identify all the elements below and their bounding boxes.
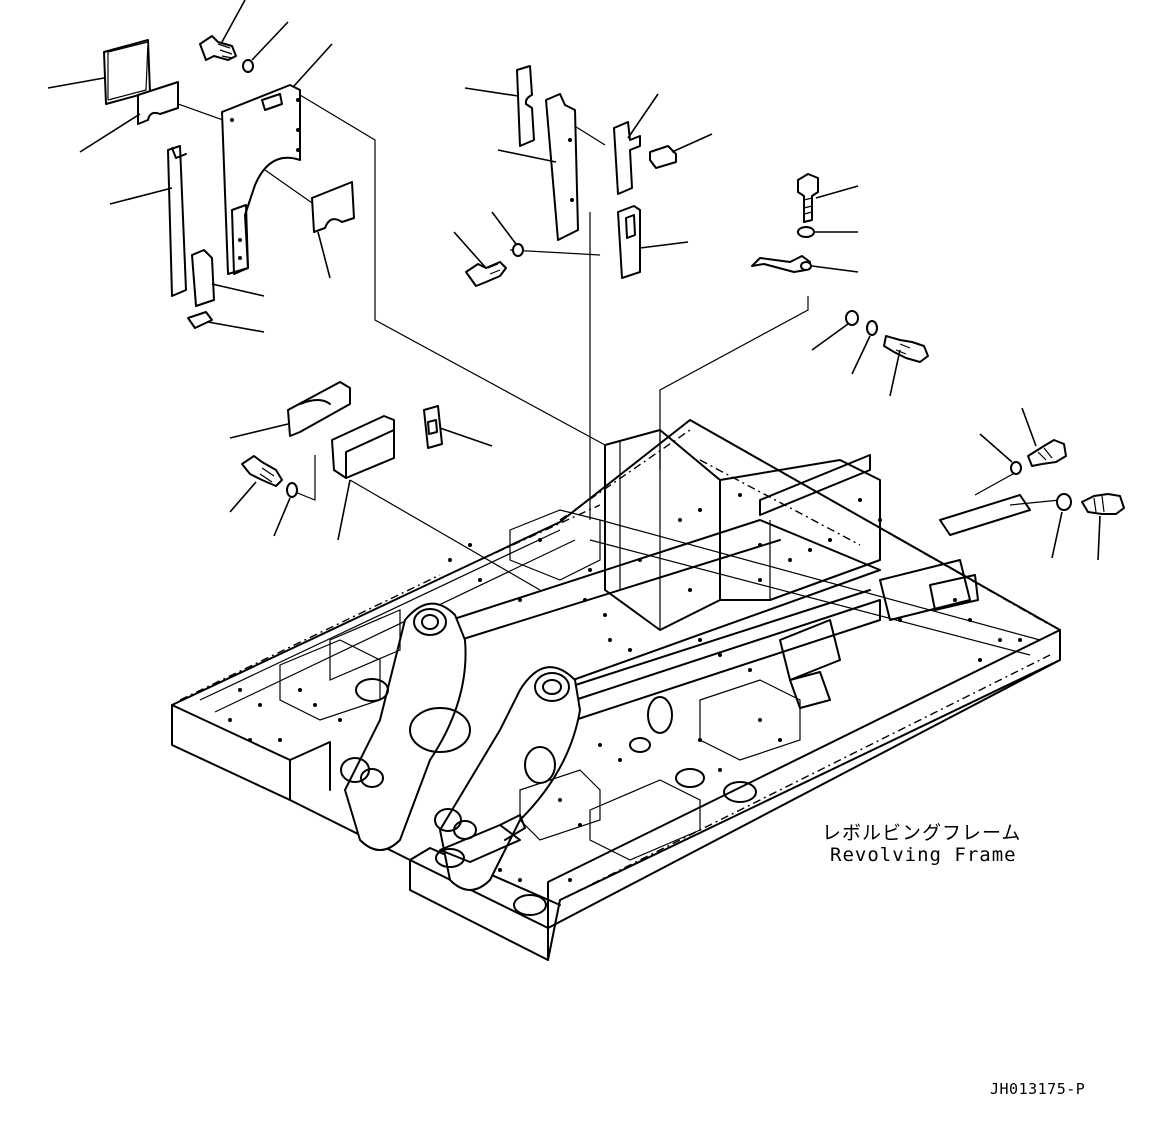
right-bolt-group	[1010, 439, 1125, 515]
notched-pad	[137, 81, 179, 125]
bolt-icon	[1027, 439, 1067, 467]
small-block	[187, 311, 213, 329]
left-cover-assembly	[103, 35, 355, 329]
washer-icon	[242, 59, 254, 73]
washer-icon	[866, 320, 878, 336]
right-clip-assembly	[751, 173, 929, 363]
callout-leaders	[47, 0, 1101, 561]
washer-icon	[1056, 493, 1072, 511]
bolt-icon	[1081, 493, 1125, 515]
angle-bracket	[331, 415, 395, 479]
notched-side-plate	[311, 181, 355, 233]
long-strip	[167, 145, 187, 297]
washer-icon	[845, 310, 859, 326]
washer-icon	[512, 243, 524, 257]
bolt-icon	[199, 35, 237, 61]
frame-label-japanese: レボルビングフレーム	[822, 822, 1022, 844]
drawing-number: JH013175-P	[990, 1080, 1086, 1098]
main-cover-plate	[221, 84, 301, 275]
center-column-parts	[465, 65, 677, 287]
bolt-icon	[241, 455, 283, 487]
small-bracket	[191, 249, 215, 307]
left-bracket-assembly	[241, 381, 443, 498]
bolt-icon	[465, 261, 507, 287]
small-square-plate	[423, 405, 443, 449]
bolt-icon	[883, 335, 929, 363]
washer-icon	[1010, 461, 1022, 475]
upper-plate	[516, 65, 535, 147]
revolving-frame	[171, 419, 1061, 961]
notched-bracket	[613, 121, 641, 195]
washer-icon	[797, 226, 815, 238]
curved-plate	[287, 381, 351, 437]
frame-label-english: Revolving Frame	[830, 844, 1017, 866]
block-cube	[649, 145, 677, 169]
assembly-lines	[124, 84, 1061, 591]
tall-plate	[545, 93, 579, 241]
cable-clip	[751, 255, 811, 273]
bolt-icon	[797, 173, 819, 223]
washer-icon	[286, 482, 298, 498]
